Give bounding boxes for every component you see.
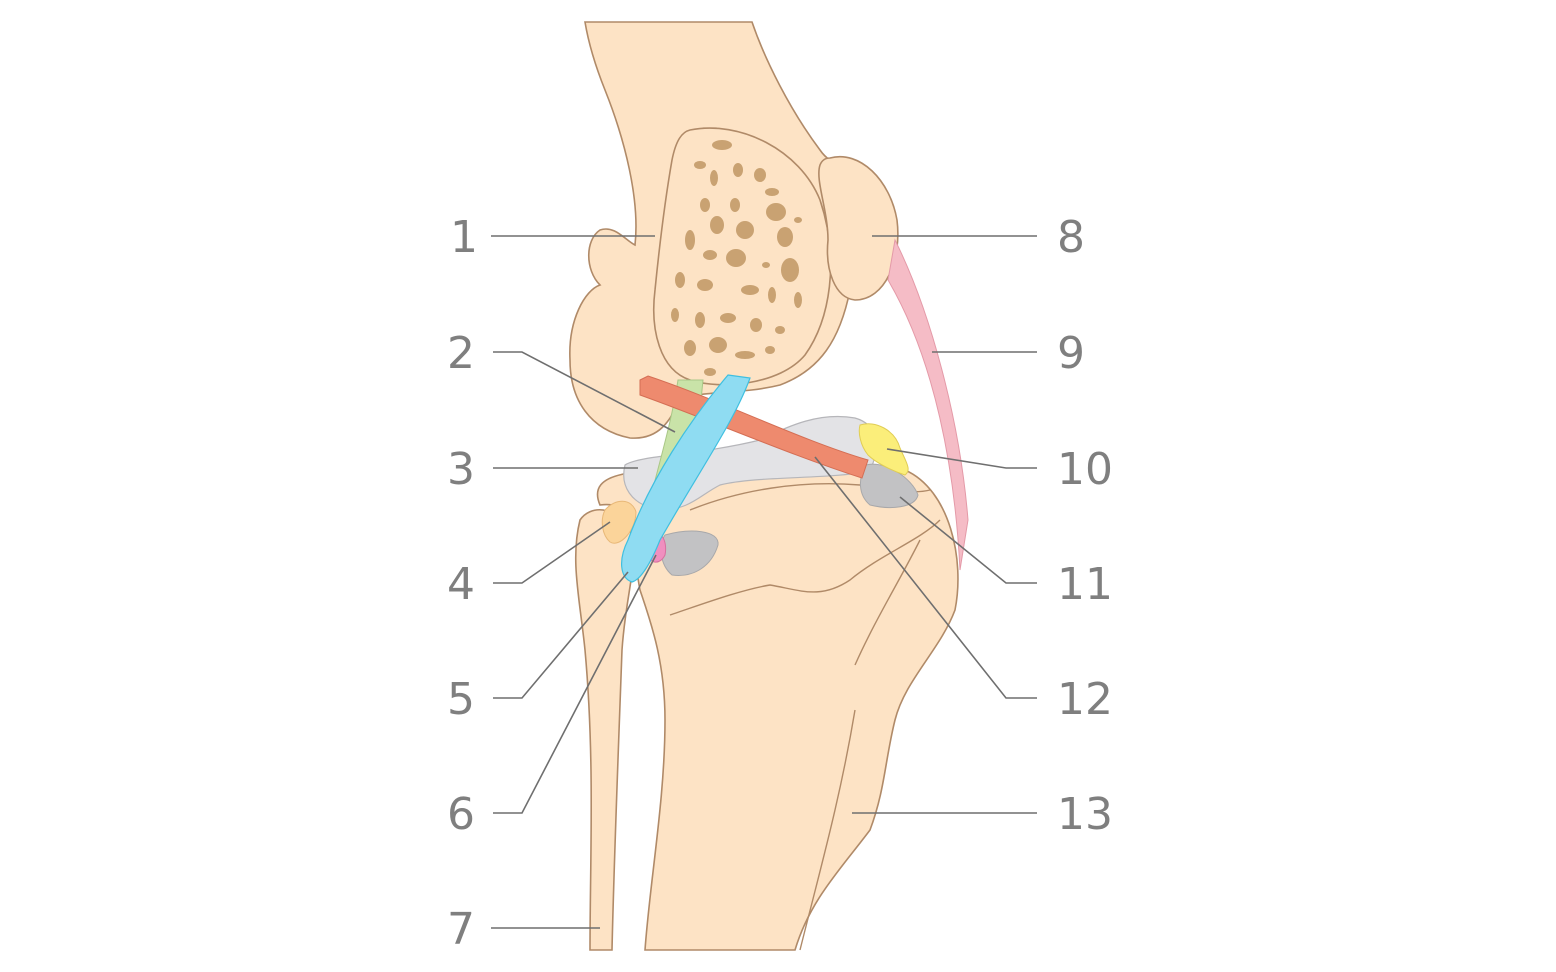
leader-lines-left bbox=[491, 235, 676, 929]
label-7: 7 bbox=[447, 904, 475, 955]
label-9: 9 bbox=[1057, 328, 1085, 379]
label-8: 8 bbox=[1057, 212, 1085, 263]
label-3: 3 bbox=[447, 444, 475, 495]
label-5: 5 bbox=[447, 674, 475, 725]
label-4: 4 bbox=[447, 559, 475, 610]
leader-lines-right bbox=[814, 235, 1037, 814]
label-2: 2 bbox=[447, 328, 475, 379]
label-12: 12 bbox=[1057, 674, 1113, 725]
patella bbox=[818, 155, 899, 301]
label-10: 10 bbox=[1057, 444, 1113, 495]
label-11: 11 bbox=[1057, 559, 1113, 610]
label-13: 13 bbox=[1057, 789, 1113, 840]
patellar-ligament bbox=[887, 238, 969, 571]
spongy-bone-pattern bbox=[671, 140, 802, 376]
label-1: 1 bbox=[450, 212, 478, 263]
label-6: 6 bbox=[447, 789, 475, 840]
blue-ligament bbox=[621, 374, 751, 583]
